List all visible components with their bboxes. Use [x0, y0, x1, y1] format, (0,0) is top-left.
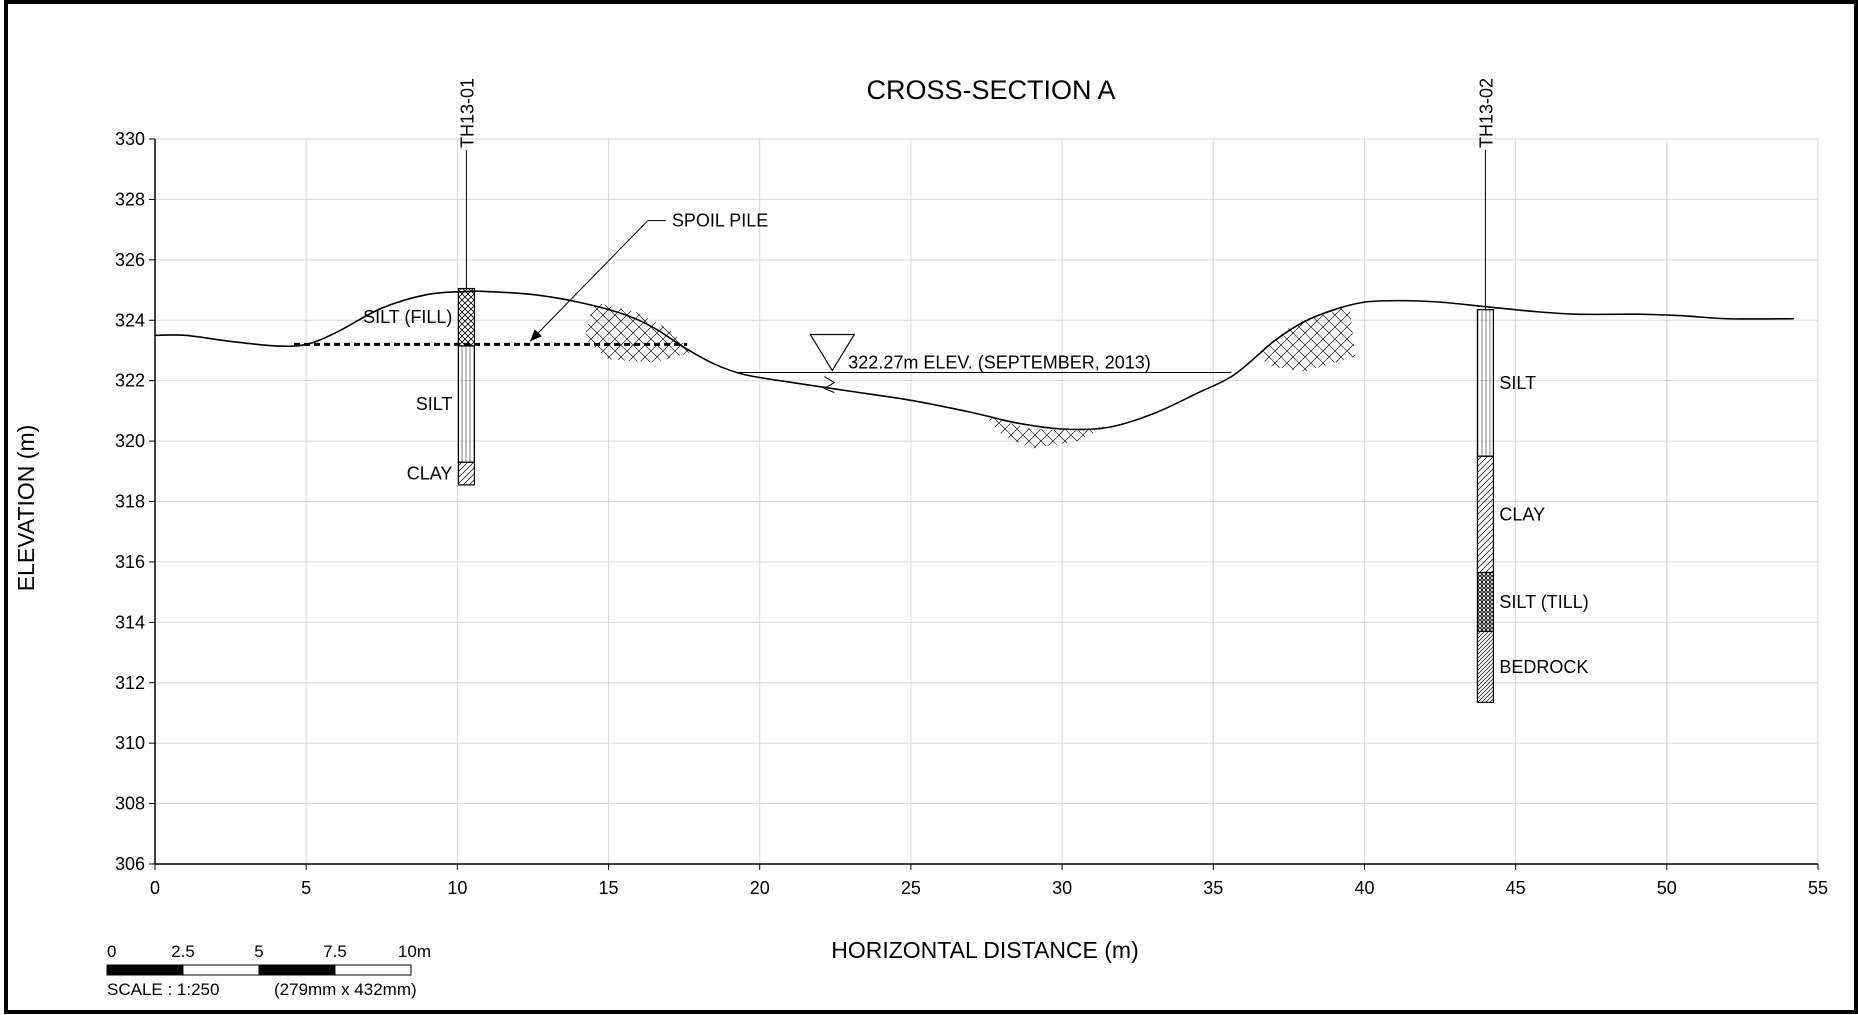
borehole-layer-label: CLAY [407, 464, 453, 484]
y-axis-label: ELEVATION (m) [13, 425, 39, 592]
borehole-layer-label: SILT [416, 394, 453, 414]
scale-segment [182, 964, 260, 976]
borehole-layer [457, 345, 476, 463]
chart-grid [154, 138, 1819, 865]
borehole-layer-label: CLAY [1499, 504, 1545, 524]
water-level-label: 322.27m ELEV. (SEPTEMBER, 2013) [848, 353, 1150, 373]
scale-label: 5 [254, 942, 263, 961]
x-tick-label: 35 [1203, 878, 1223, 898]
y-tick-labels: 306 308 310 312 314 316 318 320 322 324 326 328 330 [115, 129, 155, 874]
x-tick-label: 30 [1052, 878, 1072, 898]
borehole-layer-label: SILT [1499, 373, 1536, 393]
x-axis-label: HORIZONTAL DISTANCE (m) [831, 937, 1139, 963]
spoil-pile-leader [529, 220, 666, 342]
y-tick-label: 328 [115, 189, 145, 209]
y-tick-label: 320 [115, 431, 145, 451]
ground-surface-line [154, 290, 1794, 431]
y-tick-label: 314 [115, 612, 145, 632]
y-tick-label: 316 [115, 552, 145, 572]
chart-title: CROSS-SECTION A [866, 75, 1115, 105]
borehole-layer-label: BEDROCK [1499, 657, 1588, 677]
spoil-pile-label: SPOIL PILE [672, 211, 768, 231]
scale-label: 7.5 [323, 942, 347, 961]
x-tick-label: 5 [301, 878, 311, 898]
borehole-layer-label: SILT (FILL) [363, 307, 452, 327]
water-level-marker [738, 333, 1232, 393]
borehole-layer [457, 461, 476, 486]
x-tick-label: 50 [1657, 878, 1677, 898]
borehole-id-label: TH13-02 [1476, 78, 1496, 148]
scale-bar: 0 2.5 5 7.5 10m [106, 942, 431, 976]
hatch-area [986, 416, 1108, 449]
water-level-squiggle [823, 376, 836, 393]
scale-label: 2.5 [171, 942, 195, 961]
x-tick-label: 10 [447, 878, 467, 898]
y-tick-label: 318 [115, 492, 145, 512]
scale-segment [258, 964, 336, 976]
borehole-layer-label: SILT (TILL) [1499, 592, 1588, 612]
borehole-layer [1476, 571, 1495, 632]
x-tick-label: 55 [1808, 878, 1828, 898]
scale-label: 10m [398, 942, 431, 961]
borehole-layer [1476, 630, 1495, 703]
y-tick-label: 322 [115, 371, 145, 391]
hatch-area [584, 302, 694, 363]
hatch-area [1258, 305, 1356, 372]
y-tick-label: 306 [115, 854, 145, 874]
x-tick-label: 15 [599, 878, 619, 898]
paper-size-text: (279mm x 432mm) [274, 980, 417, 999]
borehole-layer [1476, 309, 1495, 457]
x-tick-label: 45 [1506, 878, 1526, 898]
borehole-layer [1476, 455, 1495, 574]
y-tick-label: 330 [115, 129, 145, 149]
drawing-border [4, 0, 1858, 1014]
x-tick-label: 25 [901, 878, 921, 898]
y-tick-label: 310 [115, 733, 145, 753]
x-tick-labels: 0 5 10 15 20 25 30 35 40 45 50 55 [150, 864, 1828, 898]
y-tick-label: 326 [115, 250, 145, 270]
spoil-leader-line [529, 220, 649, 342]
borehole-layer [457, 287, 476, 347]
y-tick-label: 308 [115, 794, 145, 814]
x-tick-label: 40 [1354, 878, 1374, 898]
y-tick-label: 324 [115, 310, 145, 330]
scale-text: SCALE : 1:250 [107, 980, 219, 999]
y-tick-label: 312 [115, 673, 145, 693]
spoil-hatch-areas [584, 302, 1356, 449]
scale-segment [334, 964, 412, 976]
borehole-id-label: TH13-01 [457, 78, 477, 148]
x-tick-label: 0 [150, 878, 160, 898]
x-tick-label: 20 [750, 878, 770, 898]
water-level-triangle [809, 333, 856, 372]
spoil-arrowhead [529, 329, 542, 342]
scale-segment [106, 964, 184, 976]
scale-label: 0 [107, 942, 116, 961]
